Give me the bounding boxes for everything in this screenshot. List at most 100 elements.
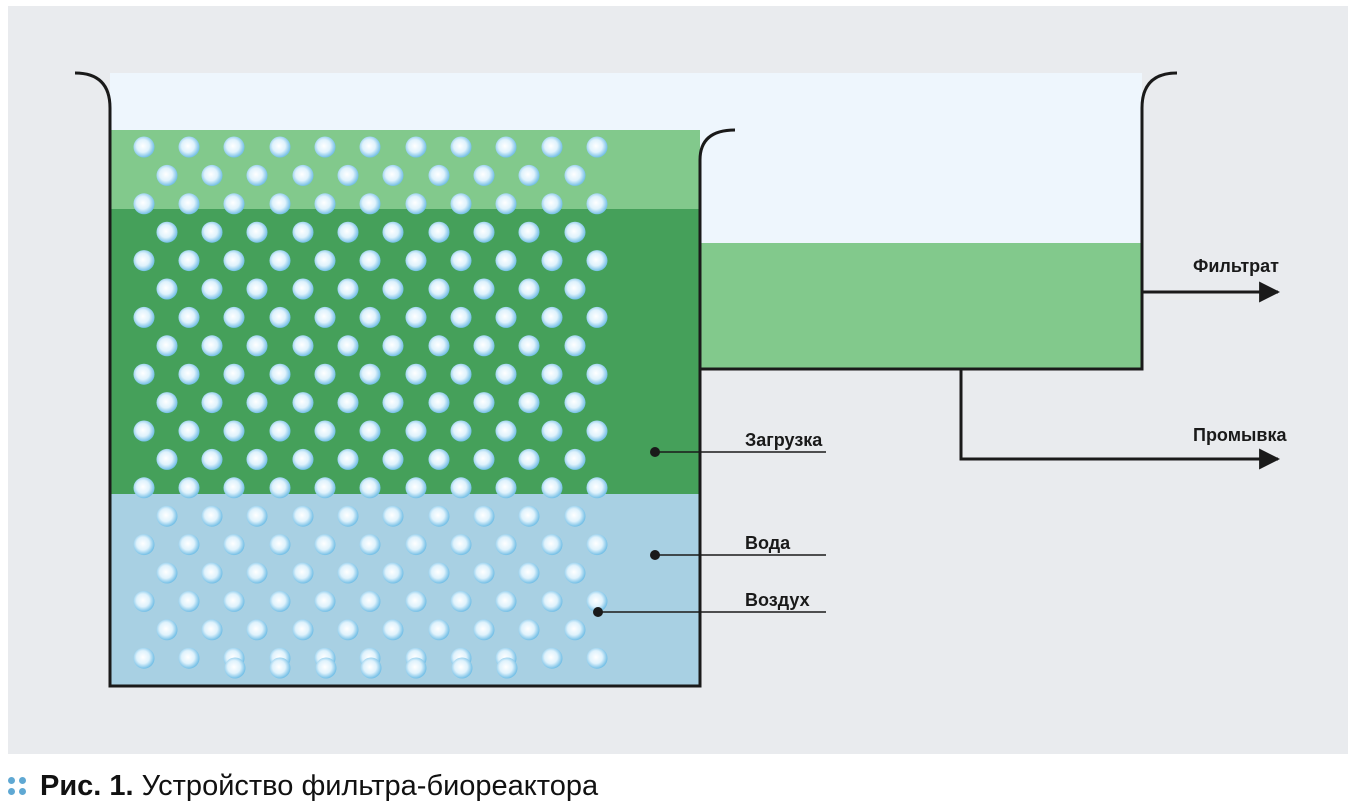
air-bubble [337, 619, 359, 641]
air-bubble [292, 562, 314, 584]
air-bubble [495, 534, 517, 556]
air-bubble [450, 420, 472, 442]
air-bubble [156, 221, 178, 243]
air-bubble [382, 164, 404, 186]
air-bubble [541, 363, 563, 385]
air-bubble [156, 164, 178, 186]
air-bubble [292, 164, 314, 186]
air-bubble [564, 221, 586, 243]
air-bubble [201, 562, 223, 584]
air-bubble [541, 477, 563, 499]
air-bubble [269, 590, 291, 612]
air-bubble [405, 657, 427, 679]
air-bubble [156, 505, 178, 527]
air-bubble [359, 534, 381, 556]
air-bubble [518, 505, 540, 527]
air-bubble [450, 477, 472, 499]
air-bubble [586, 306, 608, 328]
air-bubble [337, 448, 359, 470]
air-bubble [133, 136, 155, 158]
air-bubble [382, 619, 404, 641]
air-bubble [518, 562, 540, 584]
air-bubble [405, 363, 427, 385]
air-bubble [156, 335, 178, 357]
air-bubble [450, 363, 472, 385]
air-bubble [405, 136, 427, 158]
air-bubble [314, 590, 336, 612]
air-bubble [359, 136, 381, 158]
air-bubble [269, 534, 291, 556]
air-bubble [473, 278, 495, 300]
air-bubble [269, 250, 291, 272]
water-label: Вода [745, 533, 791, 553]
air-bubble [359, 420, 381, 442]
air-callout [593, 607, 826, 617]
air-bubble [359, 590, 381, 612]
air-bubble [178, 306, 200, 328]
air-bubble [518, 164, 540, 186]
air-bubble [564, 335, 586, 357]
air-bubble [518, 392, 540, 414]
air-bubble [156, 392, 178, 414]
air-bubble [495, 590, 517, 612]
air-bubble [495, 420, 517, 442]
air-bubble [224, 657, 246, 679]
air-bubble [246, 619, 268, 641]
air-bubble [223, 590, 245, 612]
air-bubble [269, 136, 291, 158]
air-bubble [178, 193, 200, 215]
air-bubble [314, 193, 336, 215]
air-bubble [564, 448, 586, 470]
air-bubble [133, 590, 155, 612]
air-bubble [428, 278, 450, 300]
air-bubble [133, 647, 155, 669]
air-bubble [541, 647, 563, 669]
air-bubble [541, 193, 563, 215]
air-bubble [428, 392, 450, 414]
air-bubble [178, 590, 200, 612]
air-bubble [201, 221, 223, 243]
air-bubble [495, 306, 517, 328]
air-bubble [405, 306, 427, 328]
air-bubble [473, 562, 495, 584]
air-bubble [428, 164, 450, 186]
air-bubble [269, 477, 291, 499]
air-bubble [223, 136, 245, 158]
air-bubble [382, 392, 404, 414]
air-bubble [201, 448, 223, 470]
air-bubble [428, 335, 450, 357]
air-bubble [405, 250, 427, 272]
air-bubble [450, 306, 472, 328]
air-bubble [201, 505, 223, 527]
air-bubble [359, 477, 381, 499]
air-label: Воздух [745, 590, 810, 610]
air-bubble [337, 221, 359, 243]
air-bubble [450, 250, 472, 272]
air-bubble [337, 164, 359, 186]
air-bubble [246, 448, 268, 470]
air-bubble [292, 505, 314, 527]
air-bubble [586, 250, 608, 272]
air-bubble [473, 335, 495, 357]
air-bubble [473, 448, 495, 470]
air-bubble [564, 562, 586, 584]
air-bubble [269, 363, 291, 385]
air-bubble [405, 477, 427, 499]
air-bubble [223, 250, 245, 272]
air-bubble [314, 477, 336, 499]
air-bubble [450, 193, 472, 215]
air-bubble [201, 392, 223, 414]
air-bubble [156, 448, 178, 470]
air-bubble [428, 221, 450, 243]
air-bubble [586, 477, 608, 499]
air-bubble [178, 250, 200, 272]
air-bubble [292, 278, 314, 300]
air-bubble [223, 193, 245, 215]
air-bubble [201, 278, 223, 300]
air-bubble [541, 136, 563, 158]
loading-layer [110, 209, 700, 494]
air-bubble [201, 335, 223, 357]
air-bubble [201, 619, 223, 641]
air-bubble [495, 193, 517, 215]
air-bubble [133, 420, 155, 442]
